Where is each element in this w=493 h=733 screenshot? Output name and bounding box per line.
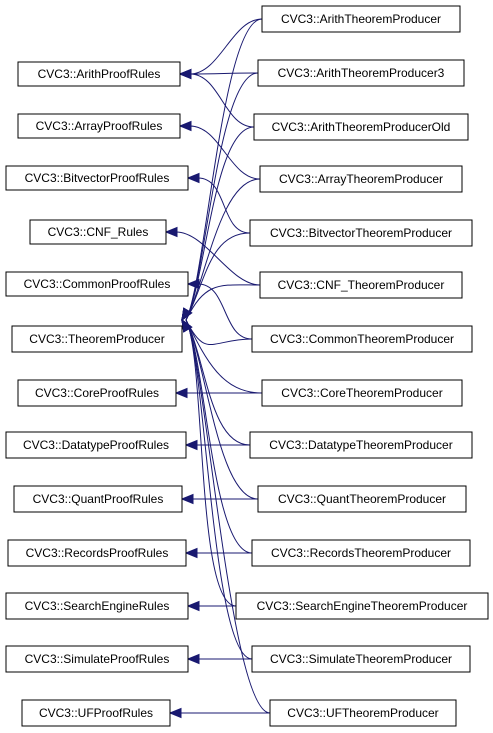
edge-bitvector_tp-to-theorem [185, 232, 251, 321]
node-label: CVC3::QuantProofRules [33, 492, 164, 506]
node-arith-theorem-producer-old[interactable]: CVC3::ArithTheoremProducerOld [253, 113, 469, 141]
node-arith-theorem-producer3[interactable]: CVC3::ArithTheoremProducer3 [257, 59, 465, 87]
node-common-theorem-producer[interactable]: CVC3::CommonTheoremProducer [251, 325, 473, 353]
node-common-proof-rules[interactable]: CVC3::CommonProofRules [5, 271, 189, 297]
node-label: CVC3::BitvectorProofRules [25, 171, 170, 185]
edge-arith_tp3-to-arith [189, 72, 259, 75]
edge-array_tp-to-theorem [185, 178, 261, 321]
node-label: CVC3::CNF_Rules [48, 225, 149, 239]
node-arith-proof-rules[interactable]: CVC3::ArithProofRules [17, 61, 181, 87]
node-label: CVC3::TheoremProducer [29, 332, 164, 346]
node-label: CVC3::SearchEngineRules [25, 599, 170, 613]
edge-bitvector_tp-to-bitvector [197, 177, 251, 234]
edge-cnf_tp-to-cnf [175, 231, 261, 286]
node-core-theorem-producer[interactable]: CVC3::CoreTheoremProducer [261, 379, 463, 407]
edge-arith_tp_old-to-arith-arrowhead [178, 68, 192, 80]
edge-core_tp-to-core-arrowhead [174, 387, 188, 399]
node-label: CVC3::QuantTheoremProducer [278, 492, 446, 506]
edge-simulate_tp-to-simulate-arrowhead [186, 653, 200, 665]
node-label: CVC3::DatatypeTheoremProducer [269, 438, 452, 452]
node-label: CVC3::ArithProofRules [38, 67, 161, 81]
edge-cnf_tp-to-theorem-arrowhead [181, 307, 193, 322]
edge-datatype_tp-to-datatype-arrowhead [184, 439, 198, 451]
edge-common_tp-to-theorem [185, 319, 253, 345]
node-datatype-theorem-producer[interactable]: CVC3::DatatypeTheoremProducer [249, 431, 473, 459]
edge-quant_tp-to-quant-arrowhead [180, 493, 194, 505]
node-label: CVC3::CoreProofRules [35, 386, 159, 400]
edges-layer [164, 18, 271, 719]
edge-array_tp-to-array [189, 125, 261, 180]
node-core-proof-rules[interactable]: CVC3::CoreProofRules [17, 379, 177, 407]
edge-arith_tp_old-to-arith [189, 73, 255, 128]
edge-search_tp-to-search-arrowhead [186, 600, 200, 612]
edge-array_tp-to-array-arrowhead [178, 120, 192, 132]
nodes-layer: CVC3::ArithProofRules CVC3::ArrayProofRu… [5, 5, 489, 727]
node-records-proof-rules[interactable]: CVC3::RecordsProofRules [7, 539, 187, 567]
node-label: CVC3::RecordsProofRules [26, 546, 169, 560]
node-label: CVC3::CoreTheoremProducer [281, 386, 442, 400]
node-array-proof-rules[interactable]: CVC3::ArrayProofRules [17, 113, 181, 139]
edge-arith_tp3-to-theorem [185, 72, 259, 321]
node-label: CVC3::ArithTheoremProducerOld [272, 120, 451, 134]
node-quant-theorem-producer[interactable]: CVC3::QuantTheoremProducer [257, 485, 467, 513]
node-label: CVC3::SimulateProofRules [25, 652, 170, 666]
node-uf-proof-rules[interactable]: CVC3::UFProofRules [21, 699, 171, 727]
edge-records_tp-to-theorem [185, 319, 253, 554]
node-label: CVC3::CNF_TheoremProducer [278, 278, 445, 292]
node-label: CVC3::BitvectorTheoremProducer [270, 226, 452, 240]
node-uf-theorem-producer[interactable]: CVC3::UFTheoremProducer [269, 699, 457, 727]
edge-bitvector_tp-to-bitvector-arrowhead [186, 172, 200, 184]
edge-records_tp-to-records-arrowhead [184, 547, 198, 559]
edge-common_tp-to-common [197, 283, 253, 340]
node-label: CVC3::CommonProofRules [24, 277, 171, 291]
node-datatype-proof-rules[interactable]: CVC3::DatatypeProofRules [5, 431, 187, 459]
node-cnf-rules[interactable]: CVC3::CNF_Rules [29, 219, 167, 245]
node-label: CVC3::ArrayTheoremProducer [279, 172, 443, 186]
node-label: CVC3::CommonTheoremProducer [270, 332, 454, 346]
edge-cnf_tp-to-cnf-arrowhead [164, 226, 178, 238]
edge-uf_tp-to-theorem-arrowhead [181, 318, 193, 333]
edge-cnf_tp-to-theorem [185, 284, 261, 321]
edge-uf_tp-to-uf-arrowhead [168, 707, 182, 719]
node-records-theorem-producer[interactable]: CVC3::RecordsTheoremProducer [251, 539, 471, 567]
node-label: CVC3::UFProofRules [39, 706, 153, 720]
node-label: CVC3::DatatypeProofRules [23, 438, 169, 452]
node-label: CVC3::SearchEngineTheoremProducer [257, 599, 468, 613]
node-quant-proof-rules[interactable]: CVC3::QuantProofRules [13, 485, 183, 513]
node-simulate-proof-rules[interactable]: CVC3::SimulateProofRules [5, 645, 189, 673]
edge-arith_tp-to-arith [189, 18, 263, 75]
node-label: CVC3::ArithTheoremProducer [281, 12, 441, 26]
edge-arith_tp-to-theorem [185, 18, 263, 321]
node-label: CVC3::ArithTheoremProducer3 [278, 66, 445, 80]
node-theorem-producer[interactable]: CVC3::TheoremProducer [11, 325, 183, 353]
edge-core_tp-to-theorem [185, 319, 263, 394]
node-bitvector-proof-rules[interactable]: CVC3::BitvectorProofRules [5, 165, 189, 191]
node-search-engine-rules[interactable]: CVC3::SearchEngineRules [5, 592, 189, 620]
node-label: CVC3::ArrayProofRules [36, 119, 163, 133]
node-label: CVC3::SimulateTheoremProducer [270, 652, 452, 666]
node-simulate-theorem-producer[interactable]: CVC3::SimulateTheoremProducer [251, 645, 471, 673]
node-search-engine-theorem-producer[interactable]: CVC3::SearchEngineTheoremProducer [235, 592, 489, 620]
node-bitvector-theorem-producer[interactable]: CVC3::BitvectorTheoremProducer [249, 219, 473, 247]
node-array-theorem-producer[interactable]: CVC3::ArrayTheoremProducer [259, 165, 463, 193]
node-label: CVC3::UFTheoremProducer [287, 706, 438, 720]
edge-quant_tp-to-theorem [185, 319, 259, 500]
node-arith-theorem-producer[interactable]: CVC3::ArithTheoremProducer [261, 5, 461, 33]
node-label: CVC3::RecordsTheoremProducer [271, 546, 451, 560]
edge-arith_tp_old-to-theorem [185, 126, 255, 321]
edge-uf_tp-to-theorem [185, 319, 271, 714]
node-cnf-theorem-producer[interactable]: CVC3::CNF_TheoremProducer [259, 271, 463, 299]
